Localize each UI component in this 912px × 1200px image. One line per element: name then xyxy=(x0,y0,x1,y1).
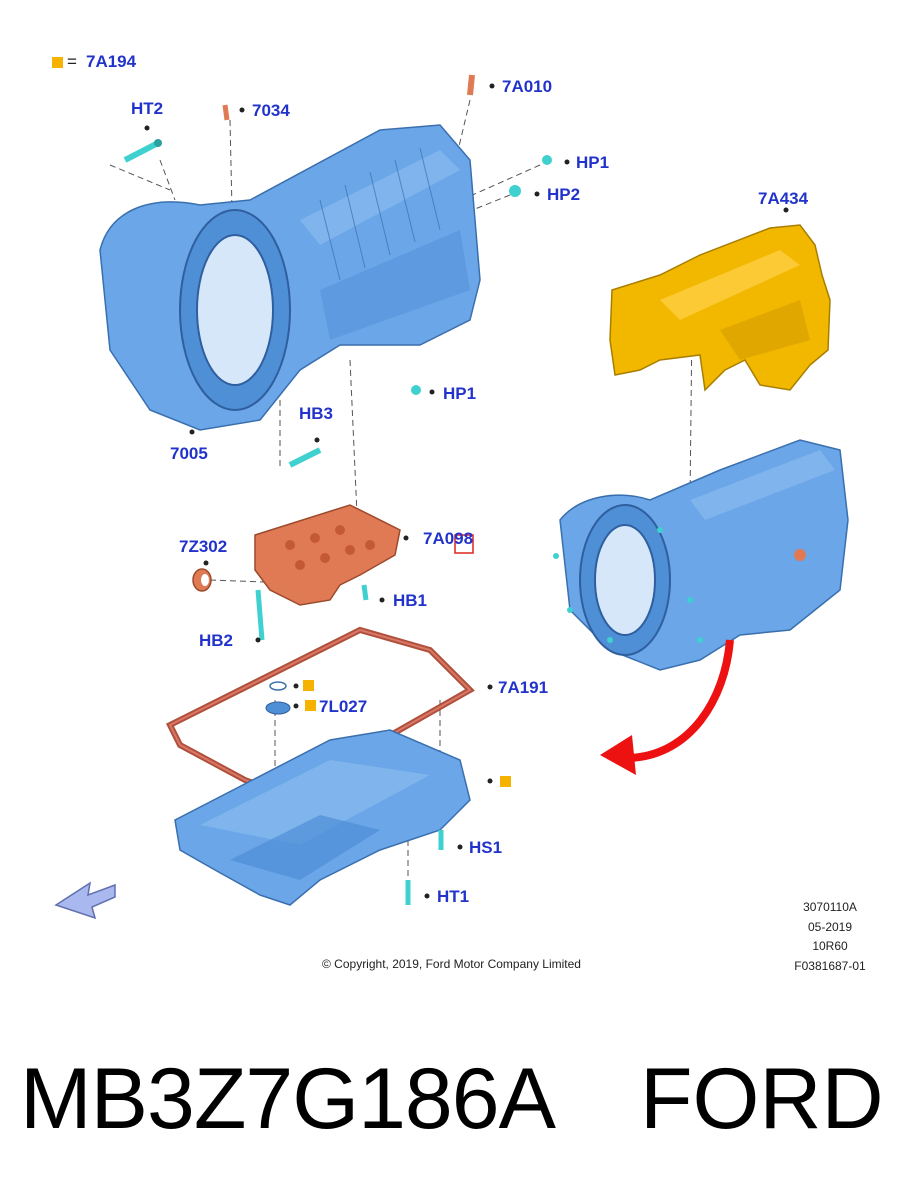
transmission-housing-7005 xyxy=(99,124,481,431)
callout-hb3: HB3 xyxy=(299,404,334,423)
heat-shield-7a434 xyxy=(609,224,831,392)
seal-7z302 xyxy=(192,568,212,592)
parts-diagram: = 7A194 HT2 7034 7A010 HP1 HP2 7A434 HP1… xyxy=(52,52,880,976)
callout-7a191: 7A191 xyxy=(498,678,549,697)
illustration-meta: 3070110A 05-2019 10R60 F0381687-01 xyxy=(780,898,880,976)
legend-marker-2 xyxy=(305,700,316,711)
illustration-date: 05-2019 xyxy=(807,919,853,934)
callout-7a098: 7A098 xyxy=(423,529,474,548)
legend-code: 7A194 xyxy=(86,52,137,71)
callout-hp2: HP2 xyxy=(547,185,581,204)
callout-7a434: 7A434 xyxy=(758,189,809,208)
brand-name: FORD xyxy=(640,1051,884,1147)
callout-hp1-mid: HP1 xyxy=(443,384,477,403)
legend-equals: = xyxy=(67,52,77,71)
assembled-transmission xyxy=(553,439,849,671)
callout-ht1: HT1 xyxy=(437,887,470,906)
highlight-box xyxy=(454,534,474,554)
legend-symbol xyxy=(52,57,63,68)
callout-7034: 7034 xyxy=(252,101,290,120)
callout-hs1: HS1 xyxy=(469,838,503,857)
caption: MB3Z7G186A FORD xyxy=(0,1050,912,1160)
callout-hp1-top: HP1 xyxy=(576,153,610,172)
illustration-number: 3070110A xyxy=(803,900,857,914)
callout-7z302: 7Z302 xyxy=(179,537,228,556)
valve-body-7a098 xyxy=(254,504,401,606)
oil-pan xyxy=(174,729,471,906)
callout-hb1: HB1 xyxy=(393,591,428,610)
fasteners xyxy=(123,74,552,905)
drain-plug-washer-7l027 xyxy=(265,681,291,715)
callout-7005: 7005 xyxy=(170,444,208,463)
diagram-drawing xyxy=(54,74,849,920)
transmission-model: 10R60 xyxy=(812,939,848,953)
callout-ht2: HT2 xyxy=(131,99,164,118)
red-direction-arrow xyxy=(600,639,734,775)
reference-number: F0381687-01 xyxy=(794,958,866,973)
callout-dots xyxy=(144,83,789,899)
orientation-arrow xyxy=(54,881,116,920)
legend-marker-1 xyxy=(303,680,314,691)
part-number: MB3Z7G186A xyxy=(20,1051,556,1147)
copyright-notice: © Copyright, 2019, Ford Motor Company Li… xyxy=(322,957,581,971)
legend-marker-3 xyxy=(500,776,511,787)
callout-7l027: 7L027 xyxy=(319,697,368,716)
callout-7a010: 7A010 xyxy=(502,77,553,96)
callout-hb2: HB2 xyxy=(199,631,234,650)
